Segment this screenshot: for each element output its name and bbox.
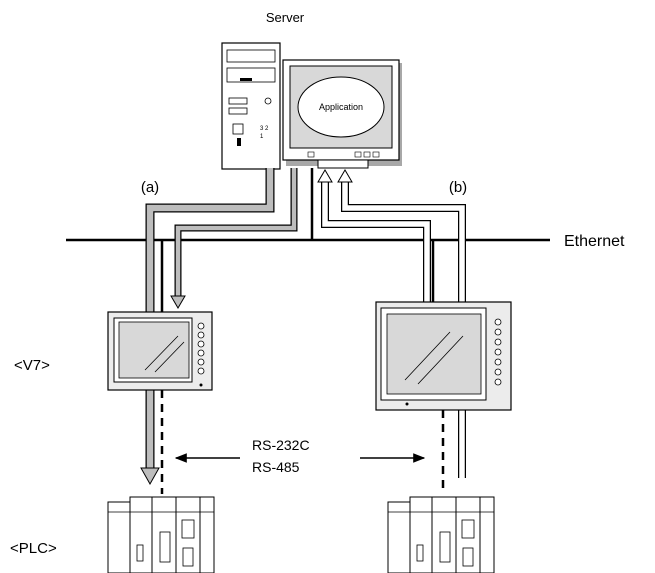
svg-text:3 2: 3 2 xyxy=(260,126,269,132)
v7-label: <V7> xyxy=(14,357,50,374)
server-monitor xyxy=(282,59,402,169)
svg-text:1: 1 xyxy=(260,134,264,140)
path-a-v7-arrow xyxy=(170,168,298,309)
ethernet-label: Ethernet xyxy=(564,233,625,250)
rs232c-label: RS-232C xyxy=(252,437,310,453)
v7-panel-left xyxy=(107,311,213,391)
plc-label: <PLC> xyxy=(10,540,57,557)
path-a-label: (a) xyxy=(141,179,159,196)
path-b-arrow-v7 xyxy=(317,169,431,302)
application-label: Application xyxy=(319,102,363,112)
application-ellipse xyxy=(297,76,385,138)
plc-right xyxy=(387,496,495,573)
rs485-label: RS-485 xyxy=(252,459,300,475)
path-b-label: (b) xyxy=(449,179,467,196)
server-label: Server xyxy=(266,10,305,25)
server-tower: 3 2 1 xyxy=(221,42,281,170)
plc-left xyxy=(107,496,215,573)
v7-panel-right xyxy=(375,301,512,411)
